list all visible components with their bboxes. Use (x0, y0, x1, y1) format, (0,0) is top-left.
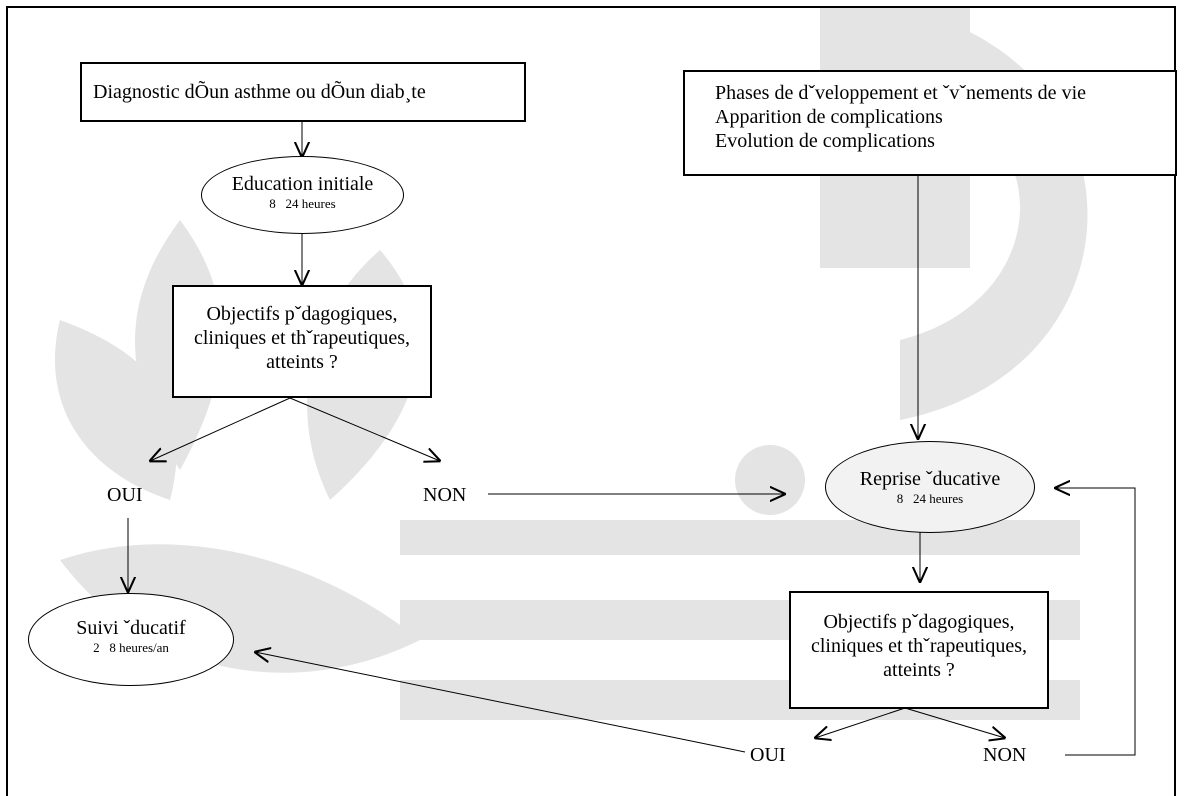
objectifs-right-box: Objectifs pˇdagogiques, cliniques et thˇ… (789, 591, 1049, 709)
arrow-objectifs-to-oui (150, 397, 291, 461)
education-initiale-ellipse: Education initiale 8 24 heures (201, 156, 404, 234)
arrow-non-loop-to-reprise (1055, 488, 1136, 756)
objectifs-right-line-2: cliniques et thˇrapeutiques, (810, 635, 1028, 657)
objectifs-left-line-3: atteints ? (266, 351, 338, 373)
diagnostic-text: Diagnostic dÕun asthme ou dÕun diab¸te (93, 81, 426, 103)
objectifs-left-box: Objectifs pˇdagogiques, cliniques et thˇ… (172, 285, 432, 398)
reprise-educative-title: Reprise ˇducative (859, 468, 1001, 490)
phases-line-2: Apparition de complications (715, 106, 943, 128)
phases-line-1: Phases de dˇveloppement et ˇvˇnements de… (715, 82, 1086, 104)
diagnostic-box: Diagnostic dÕun asthme ou dÕun diab¸te (80, 62, 526, 122)
reprise-educative-ellipse: Reprise ˇducative 8 24 heures (825, 441, 1035, 533)
objectifs-right-line-3: atteints ? (883, 659, 955, 681)
objectifs-right-line-1: Objectifs pˇdagogiques, (823, 611, 1015, 633)
suivi-educatif-title: Suivi ˇducatif (76, 617, 186, 639)
objectifs-left-line-1: Objectifs pˇdagogiques, (206, 303, 398, 325)
arrow-objectifs-to-non (289, 397, 440, 461)
right-oui-label: OUI (750, 744, 786, 766)
reprise-educative-duration: 8 24 heures (896, 491, 964, 506)
left-non-label: NON (423, 484, 467, 506)
phases-box: Phases de dˇveloppement et ˇvˇnements de… (683, 70, 1177, 176)
diagram-frame (6, 6, 1176, 796)
objectifs-left-line-2: cliniques et thˇrapeutiques, (193, 327, 411, 349)
left-oui-label: OUI (107, 484, 143, 506)
education-initiale-title: Education initiale (231, 173, 374, 195)
phases-line-3: Evolution de complications (715, 130, 935, 152)
arrow-objectifs-to-right-non (904, 707, 1005, 738)
suivi-educatif-duration: 2 8 heures/an (93, 640, 169, 655)
education-initiale-duration: 8 24 heures (269, 196, 336, 211)
arrow-objectifs-to-right-oui (815, 707, 906, 738)
arrow-oui-to-suivi-ellipse (255, 652, 746, 753)
right-non-label: NON (983, 744, 1027, 766)
suivi-educatif-ellipse: Suivi ˇducatif 2 8 heures/an (28, 593, 234, 686)
